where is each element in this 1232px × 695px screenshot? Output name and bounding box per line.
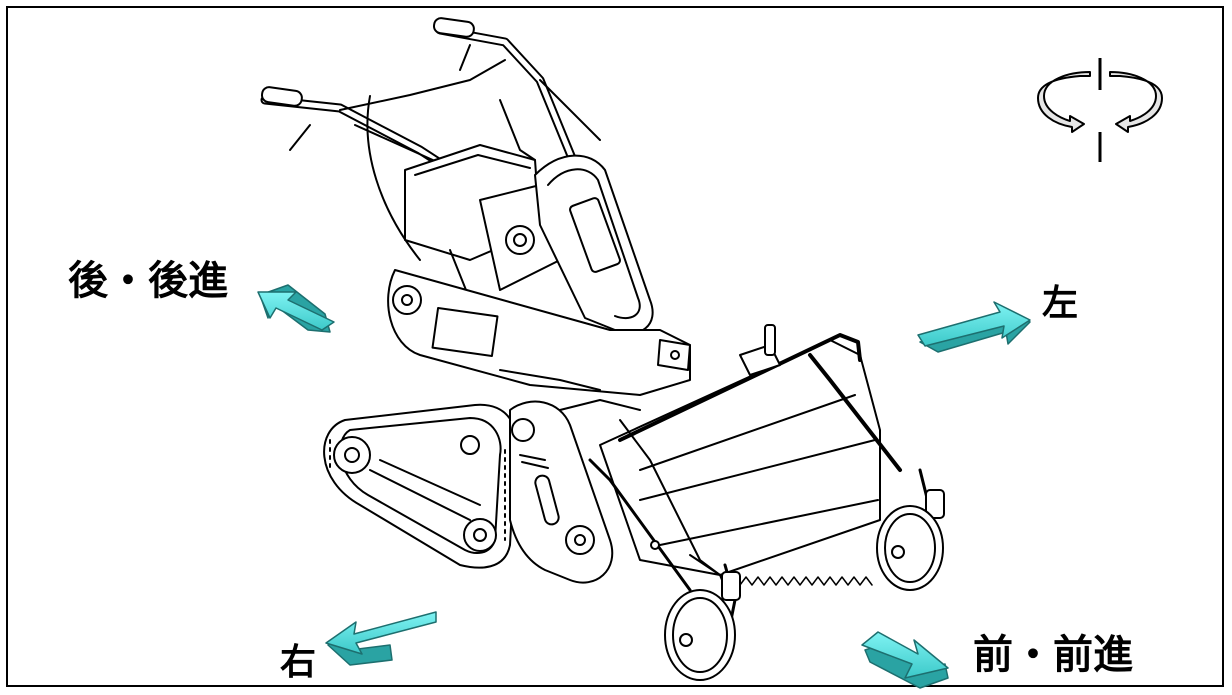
rotation-icon	[1037, 58, 1163, 162]
label-left: 左	[1042, 283, 1079, 324]
mower-illustration	[260, 17, 945, 681]
arrow-right	[325, 611, 437, 666]
belt-cover	[534, 154, 654, 335]
arrow-front	[861, 631, 949, 689]
main-frame	[387, 269, 691, 396]
arrow-back	[257, 284, 335, 333]
arrow-left	[917, 301, 1031, 353]
crawler-track	[323, 403, 518, 569]
front-caster-left	[664, 563, 741, 681]
label-right: 右	[280, 642, 317, 683]
label-front-forward: 前・前進	[973, 632, 1133, 678]
transmission-case	[509, 399, 641, 584]
mower-deck	[588, 324, 902, 601]
handlebar	[260, 17, 601, 261]
engine	[404, 144, 561, 311]
front-caster-right	[876, 468, 945, 591]
label-back-reverse: 後・後進	[68, 258, 228, 304]
